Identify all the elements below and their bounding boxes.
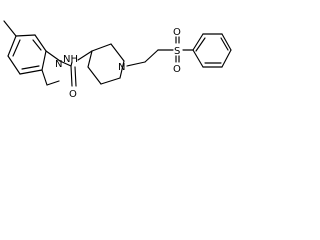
benzo-bond bbox=[7, 55, 21, 75]
phenyl-bond bbox=[195, 37, 206, 52]
bond-lines bbox=[3, 20, 232, 87]
amide-nh-label: NH bbox=[63, 54, 78, 65]
sulfonyl-oxygen-top-label: O bbox=[173, 27, 181, 38]
phenyl-bond bbox=[192, 33, 204, 51]
chemical-structure-diagram: N O NH N S O O bbox=[3, 20, 232, 100]
phenyl-bond bbox=[221, 49, 232, 68]
pyrroline-bond bbox=[45, 50, 61, 62]
amide-bond bbox=[70, 61, 73, 67]
sulfonyl-oxygen-bottom-label: O bbox=[173, 64, 181, 75]
phenyl-bond bbox=[220, 37, 229, 51]
sulfonyl-sulfur-label: S bbox=[174, 46, 180, 57]
phenyl-bond bbox=[221, 33, 232, 51]
n-carbonyl-bond bbox=[59, 60, 72, 67]
piperidine-bond bbox=[87, 66, 102, 85]
nh-piperidine-bond bbox=[77, 50, 93, 61]
piperidine-bond bbox=[119, 60, 125, 79]
ethyl-linker-bond bbox=[144, 49, 159, 63]
piperidine-nitrogen-label: N bbox=[118, 62, 125, 73]
pyrroline-bond bbox=[41, 69, 48, 86]
methyl-bond bbox=[3, 20, 17, 37]
benzo-bond bbox=[15, 34, 36, 37]
indoline-nitrogen-label: N bbox=[55, 59, 62, 70]
carbonyl-double-bond bbox=[74, 66, 77, 87]
benzo-bond bbox=[21, 65, 40, 70]
benzo-bond bbox=[12, 39, 21, 57]
piperidine-bond bbox=[100, 77, 121, 85]
benzo-bond bbox=[7, 35, 17, 57]
benzo-bond bbox=[19, 69, 43, 75]
benzo-bond bbox=[41, 50, 47, 71]
ethyl-linker-bond bbox=[126, 61, 146, 67]
piperidine-bond bbox=[91, 43, 112, 52]
atom-labels: N O NH N S O O bbox=[55, 27, 181, 100]
phenyl-bond bbox=[192, 49, 204, 68]
carbonyl-double-bond bbox=[70, 65, 73, 87]
pyrroline-bond bbox=[46, 80, 60, 86]
piperidine-bond bbox=[87, 50, 93, 68]
piperidine-bond bbox=[110, 43, 125, 62]
benzo-bond bbox=[34, 34, 47, 52]
carbonyl-oxygen-label: O bbox=[69, 89, 77, 100]
benzo-bond bbox=[32, 39, 42, 51]
